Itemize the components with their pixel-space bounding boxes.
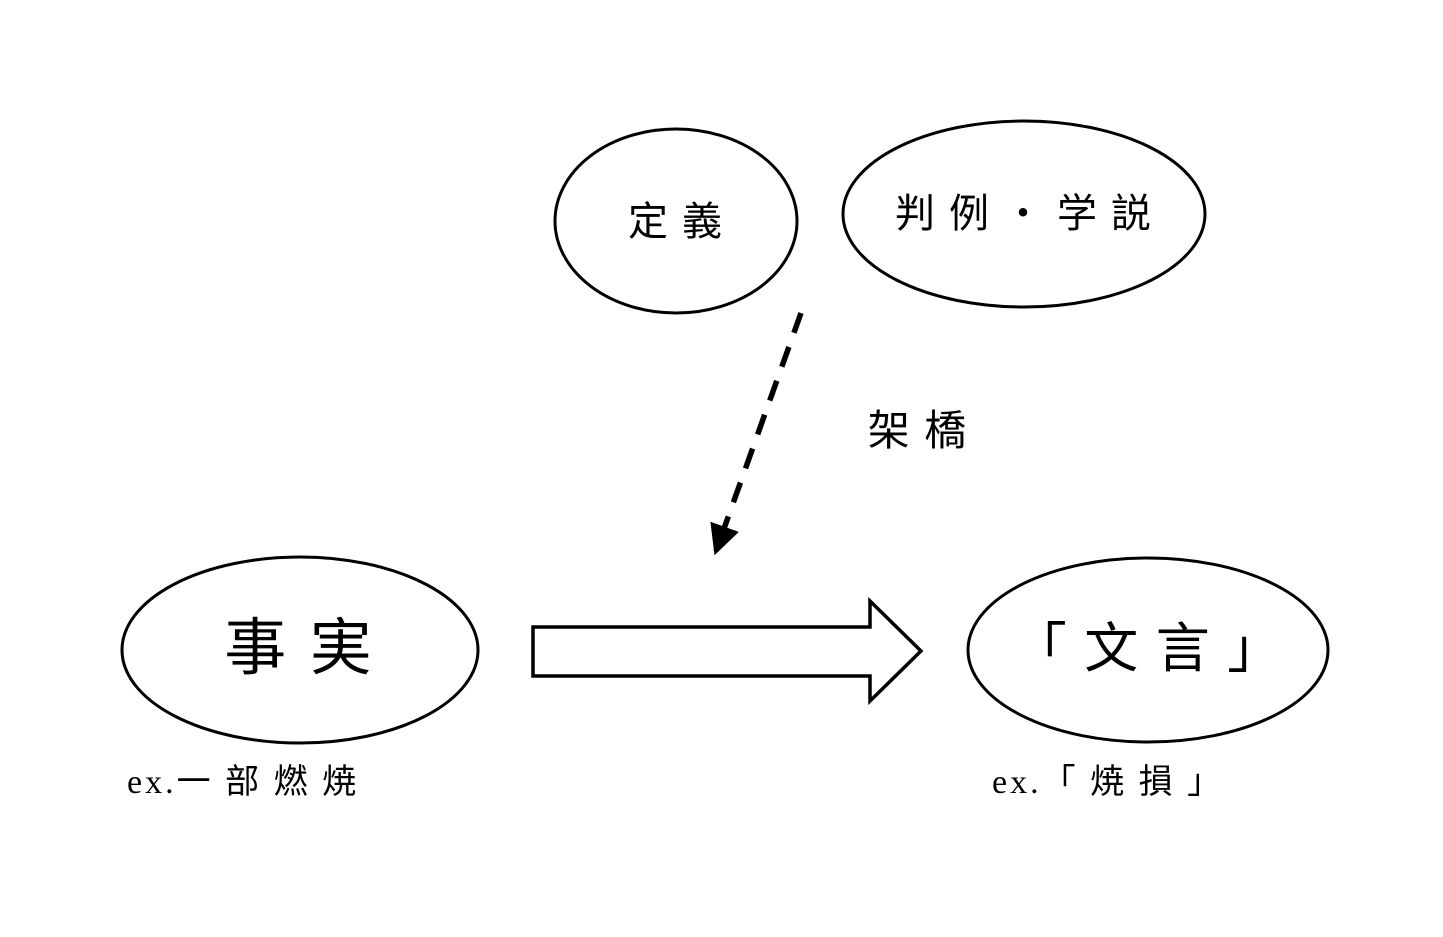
definition-ellipse bbox=[553, 127, 799, 315]
fact-example-text: ex.一 部 燃 焼 bbox=[127, 764, 360, 801]
bridge-label: 架 橋 bbox=[867, 409, 969, 455]
fact-to-wording-arrow-icon bbox=[531, 596, 924, 706]
wording-label: 「 文 言 」 bbox=[1012, 619, 1284, 679]
precedent-theory-ellipse bbox=[841, 119, 1207, 309]
bridge-dashed-arrow bbox=[710, 312, 804, 556]
wording-example-text: ex.「 焼 損 」 bbox=[992, 764, 1225, 801]
wording-ellipse bbox=[966, 556, 1330, 744]
definition-label: 定 義 bbox=[628, 199, 724, 244]
fact-ellipse bbox=[120, 555, 480, 745]
fact-label: 事 実 bbox=[224, 615, 376, 683]
precedent-theory-label: 判 例 ・ 学 説 bbox=[895, 191, 1153, 236]
